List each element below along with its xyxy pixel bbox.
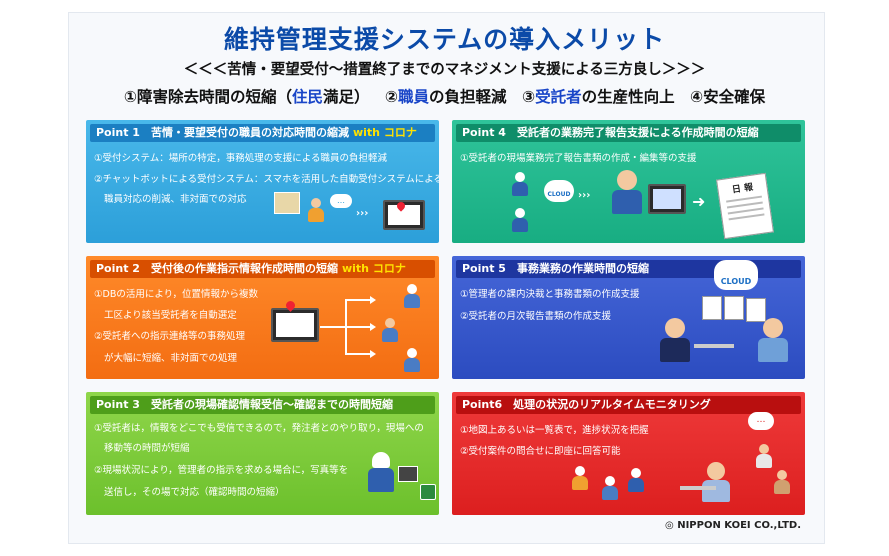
worker-with-tablet-icon [368, 452, 394, 492]
point-6-panel: Point6 処理の状況のリアルタイムモニタリング ①地図上あるいは一覧表で，進… [452, 392, 805, 515]
benefit-4: ④安全確保 [690, 88, 766, 106]
point-2-line-3: ②受託者への指示連絡等の事務処理 [94, 331, 246, 342]
point-3-line-2: 移動等の時間が短縮 [104, 443, 190, 454]
point-1-line-3: 職員対応の削減、非対面での対応 [104, 194, 247, 205]
document-icon [724, 296, 744, 320]
point-5-panel: Point 5 事務業務の作業時間の短縮 ①管理者の課内決裁と事務書類の作成支援… [452, 256, 805, 379]
manager-icon [660, 318, 690, 362]
staff-person-icon [612, 170, 642, 214]
chat-bubble-icon: … [330, 194, 352, 208]
benefit-3: ③受託者の生産性向上 [521, 88, 675, 106]
branch-arrows-icon [320, 296, 376, 358]
benefits-line: ①障害除去時間の短縮（住民満足） ②職員の負担軽減 ③受託者の生産性向上 ④安全… [0, 85, 889, 107]
worker-icon [512, 172, 528, 196]
laptop-icon [680, 486, 716, 490]
worker-icon [602, 476, 618, 500]
point-3-header: Point 3 受託者の現場確認情報受信～確認までの時間短縮 [90, 396, 435, 414]
benefit-2: ②職員の負担軽減 [384, 88, 507, 106]
point-3-panel: Point 3 受託者の現場確認情報受信～確認までの時間短縮 ①受託者は，情報を… [86, 392, 439, 515]
point-5-line-1: ①管理者の課内決裁と事務書類の作成支援 [460, 289, 640, 300]
point-3-line-1: ①受託者は，情報をどこでも受信できるので，発注者とのやり取り，現場への [94, 423, 424, 434]
company-logo: ◎ NIPPON KOEI CO.,LTD. [664, 520, 801, 531]
arrows-icon: ››› [356, 208, 369, 219]
arrows-icon: ››› [578, 190, 591, 201]
resident-icon [774, 470, 790, 494]
arrow-right-icon: ➜ [692, 192, 706, 211]
point-5-line-2: ②受託者の月次報告書類の作成支援 [460, 311, 612, 322]
staff-person-icon [758, 318, 788, 362]
document-icon [746, 298, 766, 322]
laptop-icon [694, 344, 734, 348]
cloud-icon: CLOUD [714, 260, 758, 290]
point-2-line-4: が大幅に短縮、非対面での処理 [104, 353, 238, 364]
worker-icon [628, 468, 644, 492]
map-icon [274, 192, 300, 214]
staff-person-icon [702, 462, 730, 502]
monitor-icon [648, 184, 686, 214]
point-2-line-2: 工区より該当受託者を自動選定 [104, 310, 237, 321]
point-3-line-4: 送信し，その場で対応（確認時間の短縮） [104, 487, 285, 498]
worker-icon [404, 284, 420, 308]
daily-report-icon: 日 報 [716, 172, 774, 240]
page-title: 維持管理支援システムの導入メリット [223, 25, 666, 54]
resident-icon [756, 444, 772, 468]
worker-icon [572, 466, 588, 490]
person-icon [308, 198, 324, 222]
point-4-line-1: ①受託者の現場業務完了報告書類の作成・編集等の支援 [460, 153, 697, 164]
document-icon [702, 296, 722, 320]
point-6-header: Point6 処理の状況のリアルタイムモニタリング [456, 396, 801, 414]
monitor-icon [271, 308, 319, 342]
point-6-line-1: ①地図上あるいは一覧表で，進捗状況を把握 [460, 425, 649, 436]
point-1-line-1: ①受付システム：場所の特定，事務処理の支援による職員の負担軽減 [94, 153, 387, 164]
worker-icon [512, 208, 528, 232]
chat-bubble-icon: … [748, 412, 774, 430]
point-1-line-2: ②チャットボットによる受付システム：スマホを活用した自動受付システムによる [94, 174, 439, 185]
point-6-line-2: ②受付案件の問合せに即座に回答可能 [460, 446, 621, 457]
worker-icon [382, 318, 398, 342]
phone-icon [420, 484, 436, 500]
page-subtitle: ＜＜＜苦情・要望受付～措置終了までのマネジメント支援による三方良し＞＞＞ [183, 62, 706, 78]
point-2-line-1: ①DBの活用により，位置情報から複数 [94, 289, 258, 300]
tablet-icon [398, 466, 418, 482]
cloud-icon: CLOUD [544, 180, 574, 202]
point-4-header: Point 4 受託者の業務完了報告支援による作成時間の短縮 [456, 124, 801, 142]
point-3-line-3: ②現場状況により，管理者の指示を求める場合に，写真等を [94, 465, 349, 476]
worker-icon [404, 348, 420, 372]
point-4-panel: Point 4 受託者の業務完了報告支援による作成時間の短縮 ①受託者の現場業務… [452, 120, 805, 243]
benefit-1: ①障害除去時間の短縮（住民満足） [123, 88, 370, 106]
